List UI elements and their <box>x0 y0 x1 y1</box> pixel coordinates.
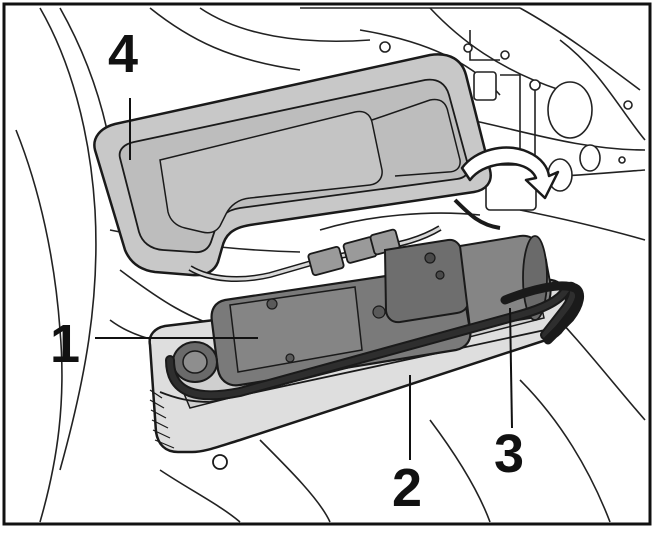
pump-unit <box>172 234 552 387</box>
callout-label-1: 1 <box>50 314 80 374</box>
curved-arrow-icon <box>460 146 560 200</box>
leader-line-3 <box>509 307 513 429</box>
callout-label-4: 4 <box>108 24 138 84</box>
callout-label-2: 2 <box>392 458 422 518</box>
retaining-strap <box>165 281 585 401</box>
compartment-lid <box>93 53 492 277</box>
background-fixtures <box>379 41 633 211</box>
callout-label-3: 3 <box>494 424 524 484</box>
leader-lines <box>95 98 513 460</box>
